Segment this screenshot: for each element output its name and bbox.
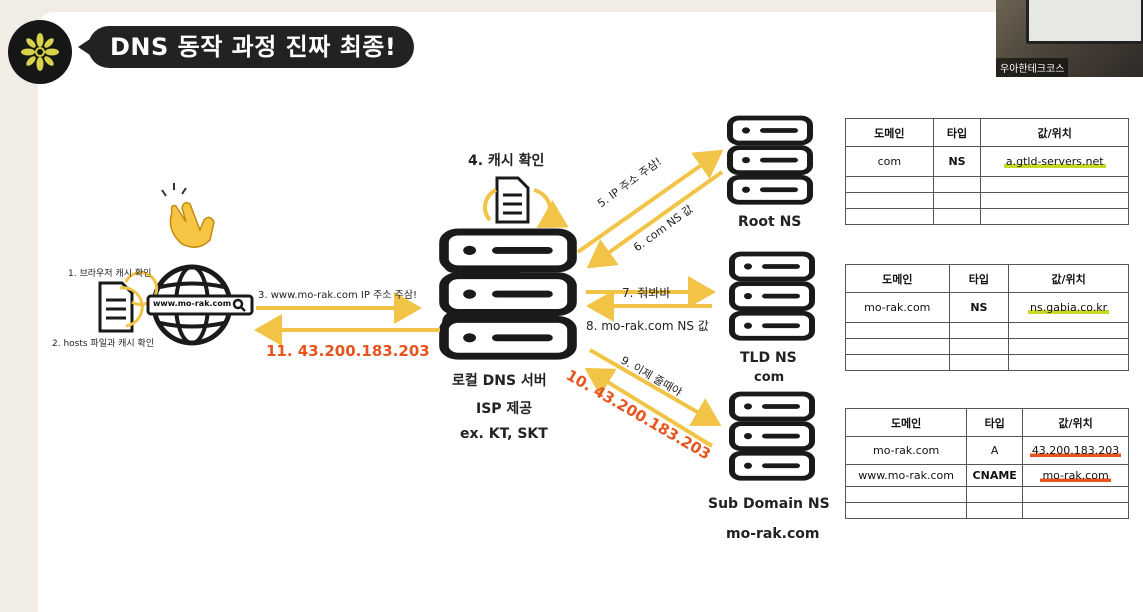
address-bar-url: www.mo-rak.com xyxy=(153,299,232,308)
step3-label: 3. www.mo-rak.com IP 주소 주삼! xyxy=(258,290,418,301)
step4-label: 4. 캐시 확인 xyxy=(468,153,545,169)
local-dns-server-big xyxy=(444,232,572,356)
table-header: 타입 xyxy=(932,118,982,147)
table-cell: A xyxy=(966,436,1024,465)
highlighted-value: a.gtld-servers.net xyxy=(1003,155,1106,168)
highlighted-value: mo-rak.com xyxy=(1040,469,1111,482)
step7-label: 7. 줘봐바 xyxy=(622,286,671,300)
table-header: 값/위치 xyxy=(1022,408,1129,437)
table-header: 타입 xyxy=(966,408,1024,437)
sub-ns-label: Sub Domain NS xyxy=(708,496,830,512)
step1-label: 1. 브라우저 캐시 확인 xyxy=(68,269,152,279)
table-row: www.mo-rak.com CNAME mo-rak.com xyxy=(844,464,1129,487)
root-ns-label: Root NS xyxy=(738,214,802,230)
table-row: com NS a.gtld-servers.net xyxy=(845,146,1129,177)
table-cell: www.mo-rak.com xyxy=(844,464,968,487)
table-cell: ns.gabia.co.kr xyxy=(1008,292,1129,323)
tld-ns-table: 도메인 타입 값/위치 mo-rak.com NS ns.gabia.co.kr xyxy=(845,264,1129,371)
webcam-label: 우아한테크코스 xyxy=(996,58,1069,77)
webcam-overlay: 우아한테크코스 xyxy=(996,0,1143,77)
table-cell: NS xyxy=(932,146,982,177)
arrow-step5 xyxy=(576,149,724,254)
root-ns-table: 도메인 타입 값/위치 com NS a.gtld-servers.net xyxy=(845,118,1129,225)
tld-ns-label: TLD NS xyxy=(740,350,797,366)
table-cell: mo-rak.com xyxy=(845,292,950,323)
local-dns-example: ex. KT, SKT xyxy=(460,426,548,442)
sub-ns-sub: mo-rak.com xyxy=(726,526,820,542)
table-header: 도메인 xyxy=(845,264,950,293)
clapping-hands-icon xyxy=(161,183,215,248)
table-cell: com xyxy=(845,146,934,177)
sub-ns-table: 도메인 타입 값/위치 mo-rak.com A 43.200.183.203 … xyxy=(844,408,1129,519)
table-cell: mo-rak.com xyxy=(844,436,968,465)
step8-label: 8. mo-rak.com NS 값 xyxy=(586,319,709,333)
webcam-monitor xyxy=(1026,0,1143,44)
table-cell: NS xyxy=(948,292,1010,323)
local-dns-isp: ISP 제공 xyxy=(476,401,533,417)
table-cell: 43.200.183.203 xyxy=(1022,436,1129,465)
tld-ns-server-icon xyxy=(732,254,812,338)
table-header: 타입 xyxy=(948,264,1010,293)
table-header: 값/위치 xyxy=(1008,264,1129,293)
page-title: DNS 동작 과정 진짜 최종! xyxy=(77,26,415,68)
step2-label: 2. hosts 파일과 캐시 확인 xyxy=(52,339,155,349)
table-header: 도메인 xyxy=(844,408,968,437)
table-row: mo-rak.com NS ns.gabia.co.kr xyxy=(845,292,1129,323)
flower-icon xyxy=(21,33,59,71)
local-dns-label: 로컬 DNS 서버 xyxy=(452,373,547,389)
table-cell: a.gtld-servers.net xyxy=(980,146,1129,177)
tld-ns-sub: com xyxy=(754,370,785,385)
highlighted-value: ns.gabia.co.kr xyxy=(1028,301,1110,314)
flow-arrows xyxy=(254,149,724,448)
cache-document-icon xyxy=(483,176,569,229)
root-ns-server-icon xyxy=(730,118,810,202)
arrow-step6 xyxy=(586,170,724,269)
highlighted-value: 43.200.183.203 xyxy=(1029,444,1122,457)
address-bar xyxy=(146,294,254,316)
arrow-step9 xyxy=(588,348,722,427)
table-cell: CNAME xyxy=(966,464,1024,487)
magnifier-icon xyxy=(232,298,246,312)
table-header: 도메인 xyxy=(845,118,934,147)
file-icon xyxy=(98,281,134,333)
step11-label: 11. 43.200.183.203 xyxy=(266,342,430,360)
sub-ns-server-icon xyxy=(732,394,812,478)
table-cell: mo-rak.com xyxy=(1022,464,1129,487)
arrow-step10 xyxy=(584,367,714,448)
table-row: mo-rak.com A 43.200.183.203 xyxy=(844,436,1129,465)
table-header: 값/위치 xyxy=(980,118,1129,147)
logo xyxy=(8,20,72,84)
